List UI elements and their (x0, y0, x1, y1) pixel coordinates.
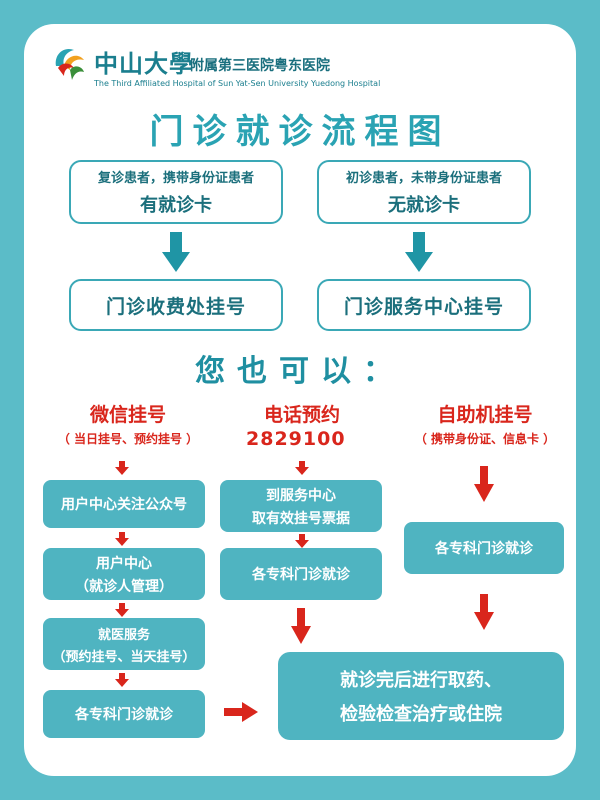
arrow-down-icon (291, 608, 311, 644)
wechat-step-3-text: 就医服务 (97, 627, 150, 643)
arrow-down-icon (115, 673, 129, 687)
wechat-step-3-sub: （预约挂号、当天挂号） (52, 649, 196, 665)
final-step-line2: 检验检查治疗或住院 (340, 704, 502, 725)
wechat-step-2-text: 用户中心 (96, 555, 152, 572)
hospital-logo-icon (55, 48, 84, 80)
kiosk-method-sub: （ 携带身份证、信息卡 ） (414, 432, 556, 446)
arrow-down-icon (474, 466, 494, 502)
arrow-down-icon (115, 532, 129, 546)
arrow-down-icon (115, 461, 129, 475)
service-center-registration-label: 门诊服务中心挂号 (343, 295, 504, 318)
arrow-down-icon (162, 232, 190, 272)
wechat-step-1: 用户中心关注公众号 (43, 480, 205, 528)
final-step-box: 就诊完后进行取药、 检验检查治疗或住院 (278, 652, 564, 740)
phone-step-2-text: 各专科门诊就诊 (252, 567, 350, 583)
cashier-registration-label: 门诊收费处挂号 (105, 295, 246, 318)
wechat-step-1-text: 用户中心关注公众号 (61, 497, 187, 513)
phone-step-1-sub: 取有效挂号票据 (252, 510, 350, 527)
arrow-right-icon (224, 702, 258, 722)
new-patient-card: 无就诊卡 (388, 195, 460, 216)
arrow-down-icon (474, 594, 494, 630)
returning-patient-box: 复诊患者，携带身份证患者 有就诊卡 (69, 160, 283, 224)
kiosk-method-label: 自助机挂号 (437, 404, 533, 426)
phone-step-1: 到服务中心 取有效挂号票据 (220, 480, 382, 532)
university-name: 中山大學 (94, 49, 194, 78)
hospital-name: 附属第三医院粤东医院 (190, 58, 330, 74)
wechat-method-sub: （ 当日挂号、预约挂号 ） (57, 432, 199, 446)
wechat-step-4-text: 各专科门诊就诊 (75, 707, 173, 723)
new-patient-box: 初诊患者，未带身份证患者 无就诊卡 (317, 160, 531, 224)
phone-method-label: 电话预约 (263, 404, 340, 426)
wechat-step-2: 用户中心 （就诊人管理） (43, 548, 205, 600)
hospital-name-english: The Third Affiliated Hospital of Sun Yat… (94, 79, 381, 88)
wechat-step-4: 各专科门诊就诊 (43, 690, 205, 738)
arrow-down-icon (405, 232, 433, 272)
cashier-registration-box: 门诊收费处挂号 (69, 279, 283, 331)
wechat-step-2-sub: （就诊人管理） (75, 578, 173, 595)
alternatives-heading: 您也可以： (195, 354, 405, 389)
returning-patient-desc: 复诊患者，携带身份证患者 (97, 171, 254, 186)
phone-step-1-text: 到服务中心 (266, 487, 336, 504)
arrow-down-icon (295, 461, 309, 475)
service-center-registration-box: 门诊服务中心挂号 (317, 279, 531, 331)
wechat-step-3: 就医服务 （预约挂号、当天挂号） (43, 618, 205, 670)
final-step-line1: 就诊完后进行取药、 (340, 670, 502, 691)
page-title: 门诊就诊流程图 (149, 112, 451, 152)
phone-number: 2829100 (246, 428, 346, 450)
arrow-down-icon (115, 603, 129, 617)
kiosk-step-text: 各专科门诊就诊 (435, 541, 533, 557)
wechat-method-label: 微信挂号 (89, 404, 166, 426)
new-patient-desc: 初诊患者，未带身份证患者 (345, 171, 502, 186)
phone-step-2: 各专科门诊就诊 (220, 548, 382, 600)
arrow-down-icon (295, 534, 309, 548)
kiosk-step: 各专科门诊就诊 (404, 522, 564, 574)
returning-patient-card: 有就诊卡 (140, 195, 212, 216)
